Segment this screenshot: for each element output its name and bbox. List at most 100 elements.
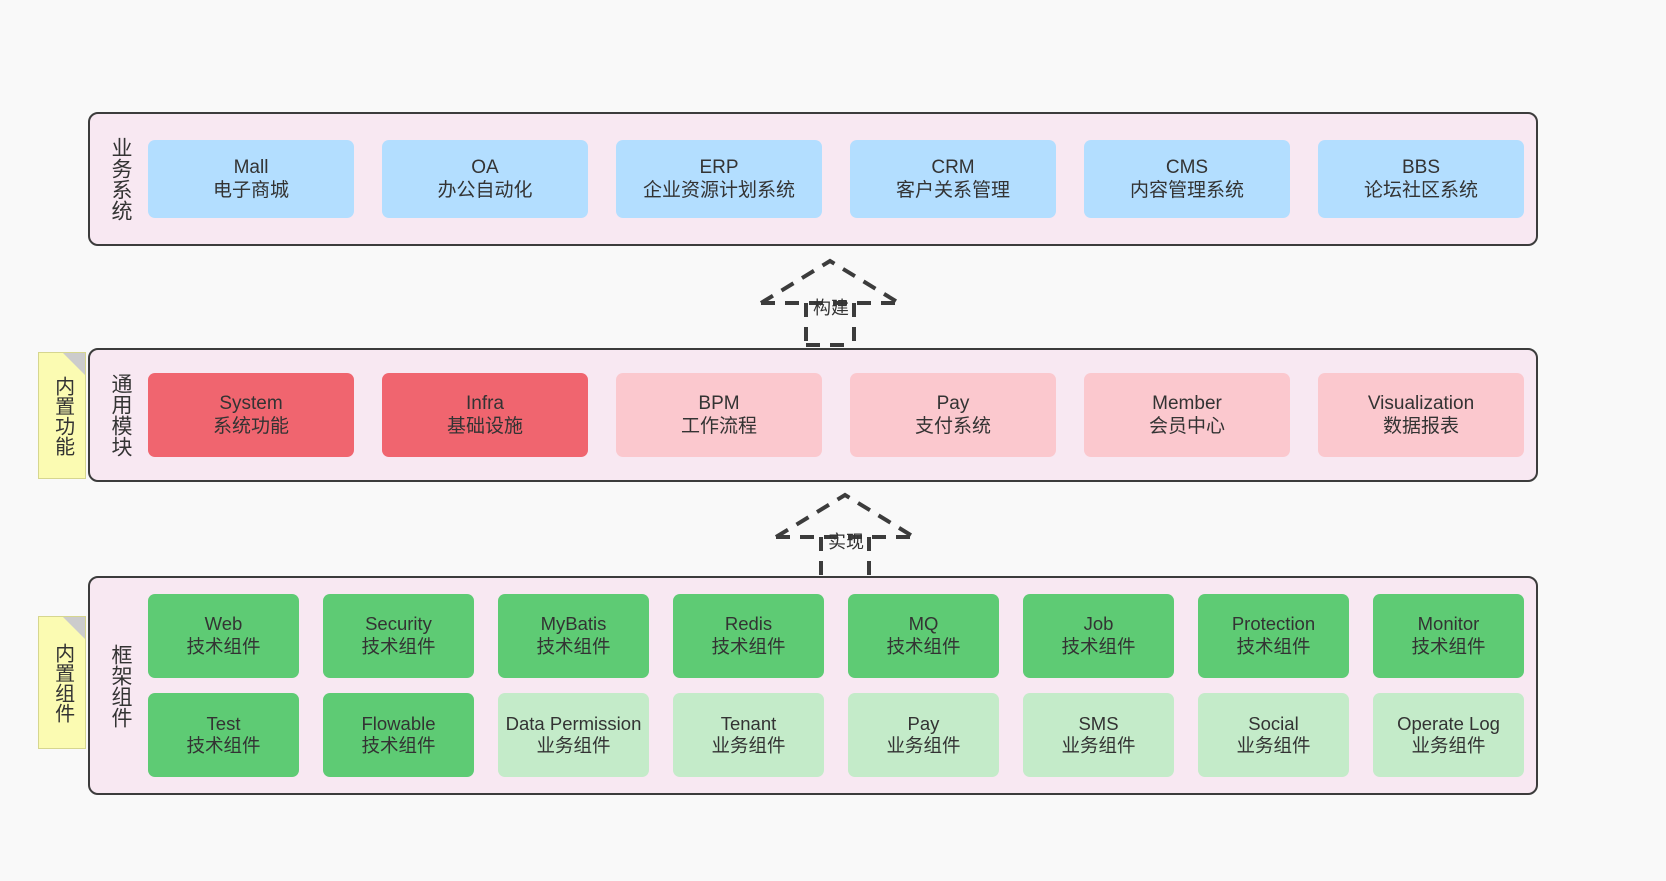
card-title-cn: 业务组件 bbox=[1411, 735, 1486, 757]
connector-build: 构建 bbox=[745, 255, 915, 347]
card-title-en: Protection bbox=[1231, 613, 1316, 635]
card-mybatis[interactable]: MyBatis 技术组件 bbox=[498, 593, 649, 678]
layer-title-framework: 框架组件 bbox=[108, 643, 132, 728]
card-title-en: Pay bbox=[936, 392, 970, 414]
card-title-cn: 内容管理系统 bbox=[1129, 180, 1244, 201]
card-title-en: SMS bbox=[1078, 712, 1119, 734]
card-pay-module[interactable]: Pay 支付系统 bbox=[850, 373, 1056, 457]
card-title-en: Infra bbox=[465, 392, 505, 414]
card-title-cn: 技术组件 bbox=[1411, 635, 1486, 657]
connector-implement: 实现 bbox=[760, 489, 930, 581]
card-title-en: Flowable bbox=[361, 712, 436, 734]
card-infra[interactable]: Infra 基础设施 bbox=[382, 373, 588, 457]
card-member[interactable]: Member 会员中心 bbox=[1084, 373, 1290, 457]
card-protection[interactable]: Protection 技术组件 bbox=[1198, 593, 1349, 678]
card-operate-log[interactable]: Operate Log 业务组件 bbox=[1373, 693, 1524, 778]
card-title-en: Security bbox=[365, 613, 432, 635]
card-title-cn: 电子商城 bbox=[212, 180, 289, 201]
connector-build-label: 构建 bbox=[813, 298, 849, 318]
card-row: Mall 电子商城 OA 办公自动化 ERP 企业资源计划系统 CRM 客户关系… bbox=[148, 114, 1524, 244]
card-title-cn: 业务组件 bbox=[536, 735, 611, 757]
card-social[interactable]: Social 业务组件 bbox=[1198, 693, 1349, 778]
card-data-permission[interactable]: Data Permission 业务组件 bbox=[498, 693, 649, 778]
note-built-in-component: 内置组件 bbox=[38, 616, 86, 749]
card-job[interactable]: Job 技术组件 bbox=[1023, 593, 1174, 678]
card-title-cn: 业务组件 bbox=[1236, 735, 1311, 757]
card-title-cn: 技术组件 bbox=[536, 635, 611, 657]
card-title-cn: 系统功能 bbox=[212, 416, 289, 437]
connector-build-glyph bbox=[759, 258, 901, 347]
card-bpm[interactable]: BPM 工作流程 bbox=[616, 373, 822, 457]
card-erp[interactable]: ERP 企业资源计划系统 bbox=[616, 140, 822, 218]
card-title-cn: 会员中心 bbox=[1148, 416, 1225, 437]
card-crm[interactable]: CRM 客户关系管理 bbox=[850, 140, 1056, 218]
card-title-cn: 支付系统 bbox=[914, 416, 991, 437]
card-title-en: Operate Log bbox=[1397, 712, 1500, 734]
card-flowable[interactable]: Flowable 技术组件 bbox=[323, 693, 474, 778]
card-sms[interactable]: SMS 业务组件 bbox=[1023, 693, 1174, 778]
card-title-en: Data Permission bbox=[505, 712, 642, 734]
card-title-en: Test bbox=[206, 712, 241, 734]
layer-framework-components: 框架组件 Web 技术组件 Security 技术组件 MyBatis 技术组件… bbox=[88, 576, 1538, 795]
card-title-en: Member bbox=[1152, 392, 1222, 414]
card-web[interactable]: Web 技术组件 bbox=[148, 593, 299, 678]
card-title-cn: 技术组件 bbox=[886, 635, 961, 657]
card-title-cn: 企业资源计划系统 bbox=[642, 180, 795, 201]
card-title-en: Redis bbox=[724, 613, 773, 635]
card-title-en: System bbox=[219, 392, 283, 414]
card-title-cn: 业务组件 bbox=[711, 735, 786, 757]
card-title-en: BPM bbox=[698, 392, 740, 414]
card-title-en: Pay bbox=[907, 712, 940, 734]
card-title-en: Visualization bbox=[1367, 392, 1475, 414]
card-title-cn: 业务组件 bbox=[1061, 735, 1136, 757]
card-title-en: MQ bbox=[908, 613, 939, 635]
layer-business-systems: 业务系统 Mall 电子商城 OA 办公自动化 ERP 企业资源计划系统 CRM… bbox=[88, 112, 1538, 246]
card-mall[interactable]: Mall 电子商城 bbox=[148, 140, 354, 218]
card-oa[interactable]: OA 办公自动化 bbox=[382, 140, 588, 218]
card-title-en: Job bbox=[1083, 613, 1114, 635]
card-title-en: OA bbox=[471, 156, 499, 178]
card-title-cn: 论坛社区系统 bbox=[1363, 180, 1478, 201]
layer-title-business: 业务系统 bbox=[108, 137, 132, 221]
page-fold-icon bbox=[63, 353, 85, 375]
card-title-en: ERP bbox=[699, 156, 739, 178]
page-fold-icon bbox=[63, 617, 85, 639]
card-title-en: Mall bbox=[233, 156, 269, 178]
card-title-en: Tenant bbox=[720, 712, 777, 734]
layer-business-cards: Mall 电子商城 OA 办公自动化 ERP 企业资源计划系统 CRM 客户关系… bbox=[144, 114, 1536, 244]
card-title-cn: 技术组件 bbox=[361, 735, 436, 757]
connector-implement-label: 实现 bbox=[828, 532, 864, 552]
card-title-cn: 技术组件 bbox=[186, 635, 261, 657]
card-title-cn: 技术组件 bbox=[1236, 635, 1311, 657]
card-title-cn: 技术组件 bbox=[1061, 635, 1136, 657]
layer-general-modules: 通用模块 System 系统功能 Infra 基础设施 BPM 工作流程 Pay… bbox=[88, 348, 1538, 482]
card-row: Web 技术组件 Security 技术组件 MyBatis 技术组件 Redi… bbox=[148, 592, 1524, 680]
card-system[interactable]: System 系统功能 bbox=[148, 373, 354, 457]
card-bbs[interactable]: BBS 论坛社区系统 bbox=[1318, 140, 1524, 218]
card-title-cn: 技术组件 bbox=[711, 635, 786, 657]
card-title-cn: 客户关系管理 bbox=[895, 180, 1010, 201]
card-security[interactable]: Security 技术组件 bbox=[323, 593, 474, 678]
card-title-cn: 技术组件 bbox=[361, 635, 436, 657]
layer-framework-cards: Web 技术组件 Security 技术组件 MyBatis 技术组件 Redi… bbox=[144, 578, 1536, 793]
card-title-en: CRM bbox=[931, 156, 975, 178]
card-test[interactable]: Test 技术组件 bbox=[148, 693, 299, 778]
card-title-en: BBS bbox=[1401, 156, 1441, 178]
card-visualization[interactable]: Visualization 数据报表 bbox=[1318, 373, 1524, 457]
card-title-cn: 办公自动化 bbox=[437, 180, 533, 201]
layer-modules-cards: System 系统功能 Infra 基础设施 BPM 工作流程 Pay 支付系统… bbox=[144, 350, 1536, 480]
card-pay-component[interactable]: Pay 业务组件 bbox=[848, 693, 999, 778]
card-title-en: MyBatis bbox=[540, 613, 607, 635]
card-redis[interactable]: Redis 技术组件 bbox=[673, 593, 824, 678]
card-tenant[interactable]: Tenant 业务组件 bbox=[673, 693, 824, 778]
card-mq[interactable]: MQ 技术组件 bbox=[848, 593, 999, 678]
layer-title-modules: 通用模块 bbox=[108, 373, 132, 457]
card-monitor[interactable]: Monitor 技术组件 bbox=[1373, 593, 1524, 678]
card-title-cn: 技术组件 bbox=[186, 735, 261, 757]
card-row: Test 技术组件 Flowable 技术组件 Data Permission … bbox=[148, 692, 1524, 780]
card-cms[interactable]: CMS 内容管理系统 bbox=[1084, 140, 1290, 218]
card-title-cn: 基础设施 bbox=[446, 416, 523, 437]
card-title-en: Web bbox=[204, 613, 243, 635]
card-title-en: Monitor bbox=[1417, 613, 1480, 635]
